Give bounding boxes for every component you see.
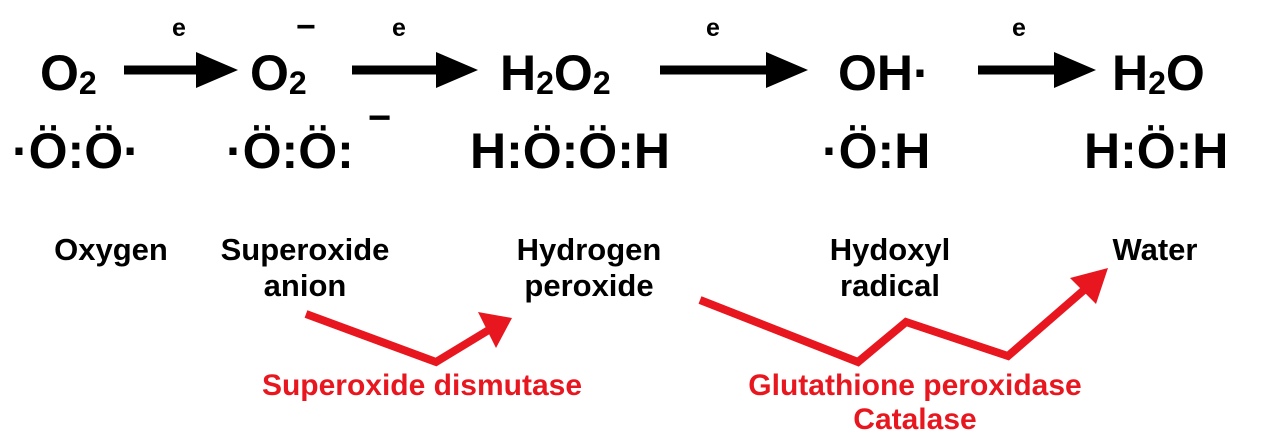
formula-oxygen: O2 [40,45,97,101]
gpx-catalase-arrow [698,268,1108,367]
formula-water: H2O [1112,45,1205,101]
electron-label-2: e [392,14,406,42]
lewis-hydroxyl: ·Ö:H [822,123,931,179]
lewis-superoxide-charge: − [368,96,392,140]
enzyme-superoxide-dismutase: Superoxide dismutase [261,369,583,402]
reaction-arrow-3 [660,52,808,88]
electron-label-4: e [1012,14,1026,42]
electron-label-1: e [172,14,186,42]
sod-arrow [304,310,512,367]
lewis-hydrogen-peroxide: H:Ö:Ö:H [470,123,670,179]
name-water: Water [1112,232,1198,267]
formula-hydrogen-peroxide: H2O2 [500,45,611,101]
superoxide-charge: − [296,8,316,46]
enzyme-catalase: Catalase [853,403,977,436]
formula-hydroxyl: OH· [838,45,930,101]
reaction-arrow-4 [978,52,1096,88]
name-oxygen: Oxygen [54,232,168,267]
lewis-water: H:Ö:H [1084,123,1229,179]
lewis-superoxide: ·Ö:Ö: [226,123,354,179]
enzyme-glutathione-peroxidase: Glutathione peroxidase [748,369,1082,402]
reaction-arrow-2 [352,52,478,88]
electron-label-3: e [706,14,720,42]
lewis-oxygen: ·Ö:Ö· [12,123,140,179]
reaction-arrow-1 [124,52,238,88]
formula-superoxide: O2 [250,45,307,101]
